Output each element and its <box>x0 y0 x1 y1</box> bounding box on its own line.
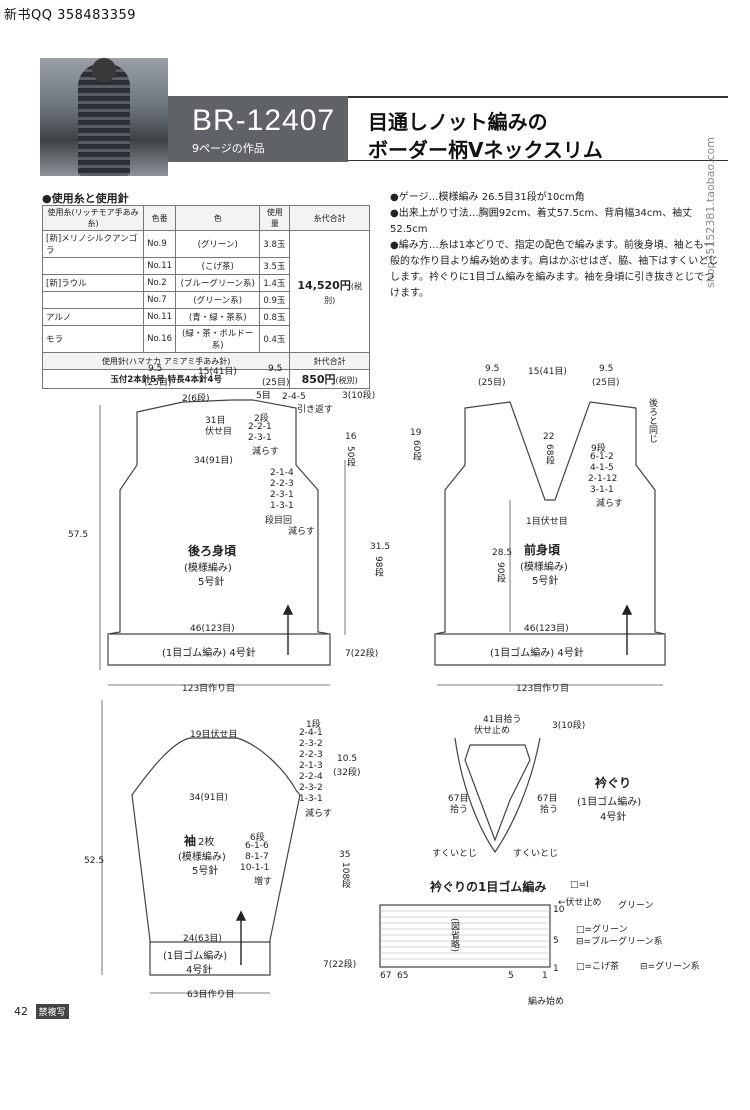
page-number: 42 <box>14 1005 28 1018</box>
pattern-code-box: BR-12407 9ページの作品 <box>168 96 348 162</box>
yarn-total: 14,520円(税別) <box>289 230 370 353</box>
back-cast-on: 123目作り目 <box>182 684 236 694</box>
header-rule-top <box>348 96 728 98</box>
spec-text: ●ゲージ…模様編み 26.5目31段が10cm角 ●出来上がり寸法…胸囲92cm… <box>390 190 720 302</box>
pattern-subtitle: 9ページの作品 <box>192 142 265 155</box>
front-cast-on: 123目作り目 <box>516 684 570 694</box>
collar-name: 衿ぐり <box>595 776 632 790</box>
collar-inner-outline <box>464 744 531 842</box>
back-body-name: 後ろ身頃 <box>188 544 237 558</box>
sleeve-total-height: 52.5 <box>84 856 105 866</box>
watermark-text: 新书QQ 358483359 <box>4 8 137 23</box>
front-body-outline <box>434 401 666 666</box>
model-photo <box>40 58 168 176</box>
table-row: No.11(こげ茶)3.5玉 <box>41 257 370 275</box>
back-body-outline <box>107 399 331 666</box>
sleeve-width: 34(91目) <box>189 793 228 803</box>
back-bust: 34(91目) <box>194 456 233 466</box>
header-rule-bottom <box>348 160 728 161</box>
needle-total: 850円(税別) <box>289 369 370 389</box>
page-footer: 42 禁複写 <box>14 1004 69 1019</box>
front-neck-width: 15(41目) <box>528 367 567 377</box>
table-row: 玉付2本針5号 特長4本針4号 850円(税別) <box>41 369 370 389</box>
method-text: ●編み方…糸は1本どりで、指定の配色で編みます。前後身頃、袖とも一般的な作り目よ… <box>390 240 719 299</box>
materials-table: 使用糸(リッチモア手あみ糸) 色番 色 使用量 糸代合計 [新]メリノシルクアン… <box>41 205 370 389</box>
size-text: ●出来上がり寸法…胸囲92cm、着丈57.5cm、背肩幅34cm、袖丈52.5c… <box>390 208 693 235</box>
pattern-code: BR-12407 <box>192 104 336 137</box>
gauge-text: ●ゲージ…模様編み 26.5目31段が10cm角 <box>390 192 585 203</box>
materials-title: ●使用糸と使用針 <box>42 192 129 205</box>
copy-prohibited-badge: 禁複写 <box>35 1004 69 1019</box>
back-neck-width: 15(41目) <box>198 367 237 377</box>
rib-chart-title: 衿ぐりの1目ゴム編み <box>430 880 547 894</box>
table-row: No.7(グリーン系)0.9玉 <box>41 291 370 309</box>
front-body-name: 前身頃 <box>524 543 561 557</box>
collar-outer-outline <box>454 737 541 854</box>
rib-chart-grid <box>379 904 551 968</box>
sleeve-cast-on: 63目作り目 <box>187 990 235 1000</box>
sleeve-outline <box>131 737 301 976</box>
back-total-height: 57.5 <box>68 530 89 540</box>
pattern-title: 目通しノット編みの ボーダー柄Vネックスリム <box>368 110 603 162</box>
